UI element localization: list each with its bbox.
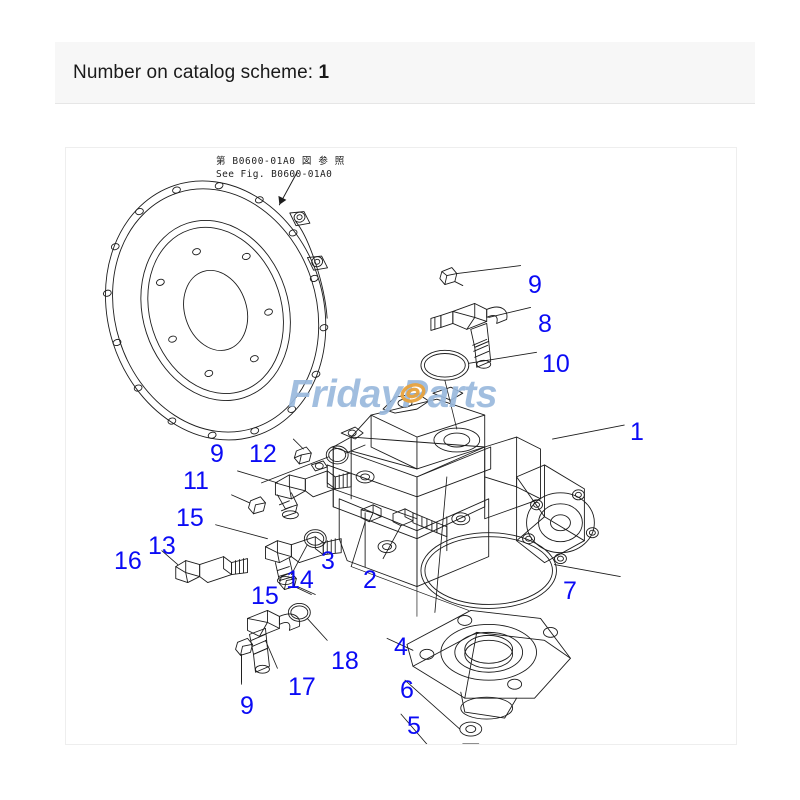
figure-reference-note: 第 B0600-01A0 図 参 照 See Fig. B0600-01A0 <box>216 156 345 182</box>
callout-number-15: 15 <box>176 504 204 532</box>
washer-part <box>459 721 483 737</box>
callout-number-15: 15 <box>251 582 279 610</box>
plug-lower-part <box>235 637 253 683</box>
o-ring-flywheel-part <box>325 445 349 465</box>
parts-diagram-drawing <box>102 171 625 744</box>
plug-upper-part <box>439 267 464 286</box>
parts-diagram-panel: 第 B0600-01A0 図 参 照 See Fig. B0600-01A0 F… <box>65 147 737 745</box>
callout-number-17: 17 <box>288 673 316 701</box>
bolt-left-part <box>360 504 382 523</box>
callout-number-11: 11 <box>183 467 209 495</box>
callout-number-13: 13 <box>148 532 176 560</box>
callout-number-3: 3 <box>321 547 335 575</box>
elbow-fitting-upper-part <box>430 303 508 369</box>
callout-number-9: 9 <box>210 440 224 468</box>
o-ring-small-b-part <box>287 603 311 622</box>
callout-number-1: 1 <box>630 418 644 446</box>
o-ring-upper-part <box>420 349 470 381</box>
callout-number-10: 10 <box>542 350 570 378</box>
callout-number-2: 2 <box>363 566 377 594</box>
o-ring-small-a-part <box>303 529 327 549</box>
reference-note-en: See Fig. B0600-01A0 <box>216 168 333 180</box>
callout-number-18: 18 <box>331 647 359 675</box>
callout-number-12: 12 <box>249 440 277 468</box>
callout-number-5: 5 <box>407 712 421 740</box>
callout-number-16: 16 <box>114 547 142 575</box>
callout-number-6: 6 <box>400 676 414 704</box>
callout-number-9: 9 <box>528 271 542 299</box>
connector-left-part <box>175 556 248 583</box>
header-label: Number on catalog scheme: <box>73 61 314 83</box>
catalog-header-band: Number on catalog scheme: 1 <box>55 42 755 104</box>
flywheel-housing-part <box>102 180 329 441</box>
bolt-right-part <box>392 508 448 538</box>
callout-number-9: 9 <box>240 692 254 720</box>
leader-lines <box>161 265 625 744</box>
plug-small-b-part <box>278 572 312 595</box>
o-ring-flange-part <box>420 532 557 609</box>
valve-fitting-upper-part <box>274 470 352 520</box>
header-scheme-number: 1 <box>318 61 330 83</box>
callout-number-8: 8 <box>538 310 552 338</box>
mounting-flange-part <box>406 609 571 720</box>
elbow-fitting-lower-part <box>247 609 301 674</box>
callout-number-4: 4 <box>394 633 408 661</box>
callout-number-7: 7 <box>563 577 577 605</box>
plug-small-upper-part <box>293 446 312 465</box>
plug-small-a-part <box>248 496 266 515</box>
reference-note-jp: 第 B0600-01A0 図 参 照 <box>216 156 345 167</box>
callout-number-14: 14 <box>286 566 314 594</box>
page-title: Number on catalog scheme: 1 <box>73 62 329 84</box>
